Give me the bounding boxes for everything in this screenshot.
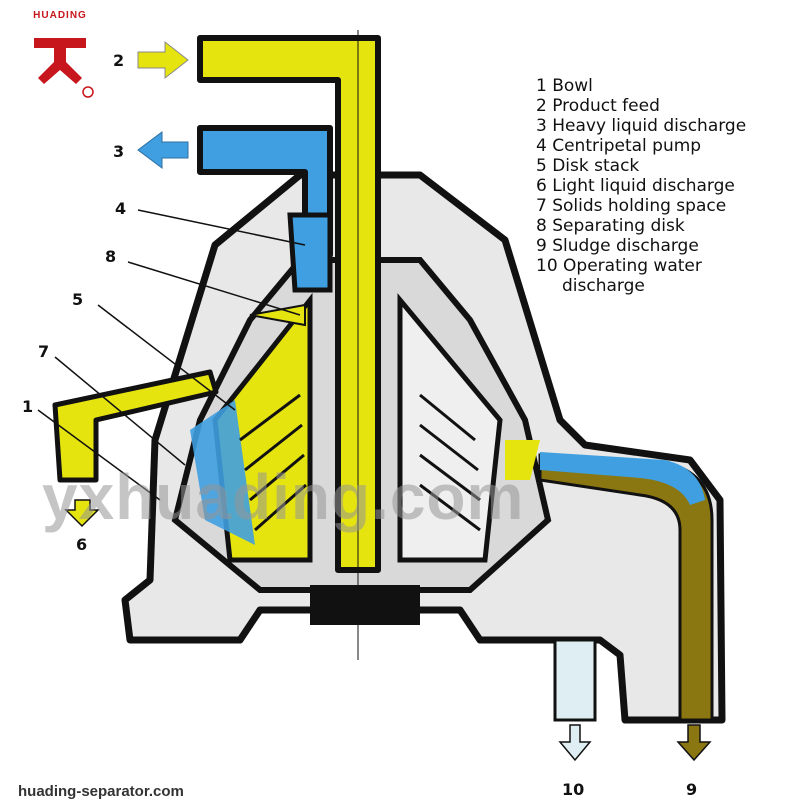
callout-1: 1 — [22, 397, 33, 416]
legend-item-continuation: discharge — [562, 276, 645, 296]
legend-item: 9 Sludge discharge — [536, 236, 699, 256]
callout-6: 6 — [76, 535, 87, 554]
legend-item: 1 Bowl — [536, 76, 593, 96]
legend-item: 3 Heavy liquid discharge — [536, 116, 747, 136]
heavy-liquid-tube — [197, 125, 333, 293]
disk-stack-left — [190, 292, 313, 563]
legend-item: 4 Centripetal pump — [536, 136, 702, 156]
callout-9: 9 — [686, 780, 697, 799]
arrow-9 — [676, 724, 712, 762]
brand-name: HUADING — [33, 10, 87, 21]
watermark: yxhuading.com — [42, 461, 525, 533]
callout-10: 10 — [562, 780, 584, 799]
legend: 1 Bowl 2 Product feed 3 Heavy liquid dis… — [536, 76, 746, 296]
legend-item: 10 Operating water — [536, 256, 702, 276]
legend-item: 6 Light liquid discharge — [536, 176, 735, 196]
separating-disk — [249, 303, 306, 327]
heavy-layer-left — [190, 400, 255, 545]
callout-4: 4 — [115, 199, 126, 218]
product-feed-tube — [197, 35, 381, 573]
callout-5: 5 — [72, 290, 83, 309]
discharge-pipes-right — [538, 452, 714, 762]
leader-lines — [37, 209, 306, 501]
sludge-blue-band — [540, 452, 705, 505]
arrow-10 — [558, 724, 592, 762]
callout-8: 8 — [105, 247, 116, 266]
callout-7: 7 — [38, 342, 49, 361]
water-pipe — [553, 638, 597, 722]
legend-item: 8 Separating disk — [536, 216, 685, 236]
footer-url: huading-separator.com — [18, 783, 184, 800]
bowl-base — [310, 585, 420, 625]
feed-pipe — [197, 35, 381, 573]
legend-item: 7 Solids holding space — [536, 196, 727, 216]
callout-2: 2 — [113, 51, 124, 70]
callout-3: 3 — [113, 142, 124, 161]
legend-item: 5 Disk stack — [536, 156, 640, 176]
centripetal-pump — [287, 212, 333, 293]
yellow-tip-right — [505, 440, 540, 480]
arrow-6 — [64, 499, 100, 528]
legend-item: 2 Product feed — [536, 96, 660, 116]
arrow-3 — [137, 131, 189, 169]
arrow-2 — [137, 40, 189, 80]
disk-stack-right — [397, 293, 540, 563]
logo-mark-icon — [34, 38, 94, 98]
